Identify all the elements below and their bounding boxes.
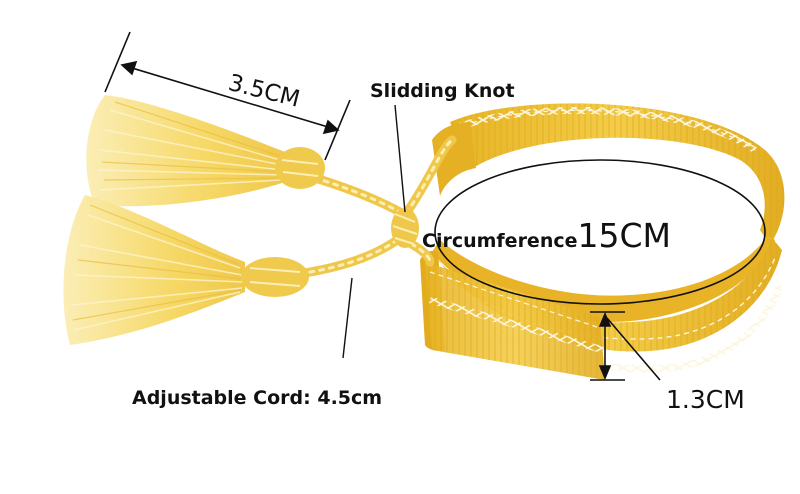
cord-pointer-line [342,277,353,359]
knot-label: Slidding Knot [370,80,515,102]
circumference-word: Circumference [422,230,578,252]
circumference-label: Circumference15CM [422,216,671,255]
circumference-ellipse [434,159,766,305]
width-dimension [590,311,661,381]
tassel-top [86,95,325,207]
width-label: 1.3CM [666,385,745,414]
cord-label: Adjustable Cord: 4.5cm [132,387,383,409]
circumference-value: 15CM [577,216,672,255]
tassel-length-dimension [104,31,351,161]
woven-band [420,103,785,380]
sliding-knot [391,208,419,248]
tassel-bottom [63,195,309,345]
knot-pointer-line [394,104,406,213]
